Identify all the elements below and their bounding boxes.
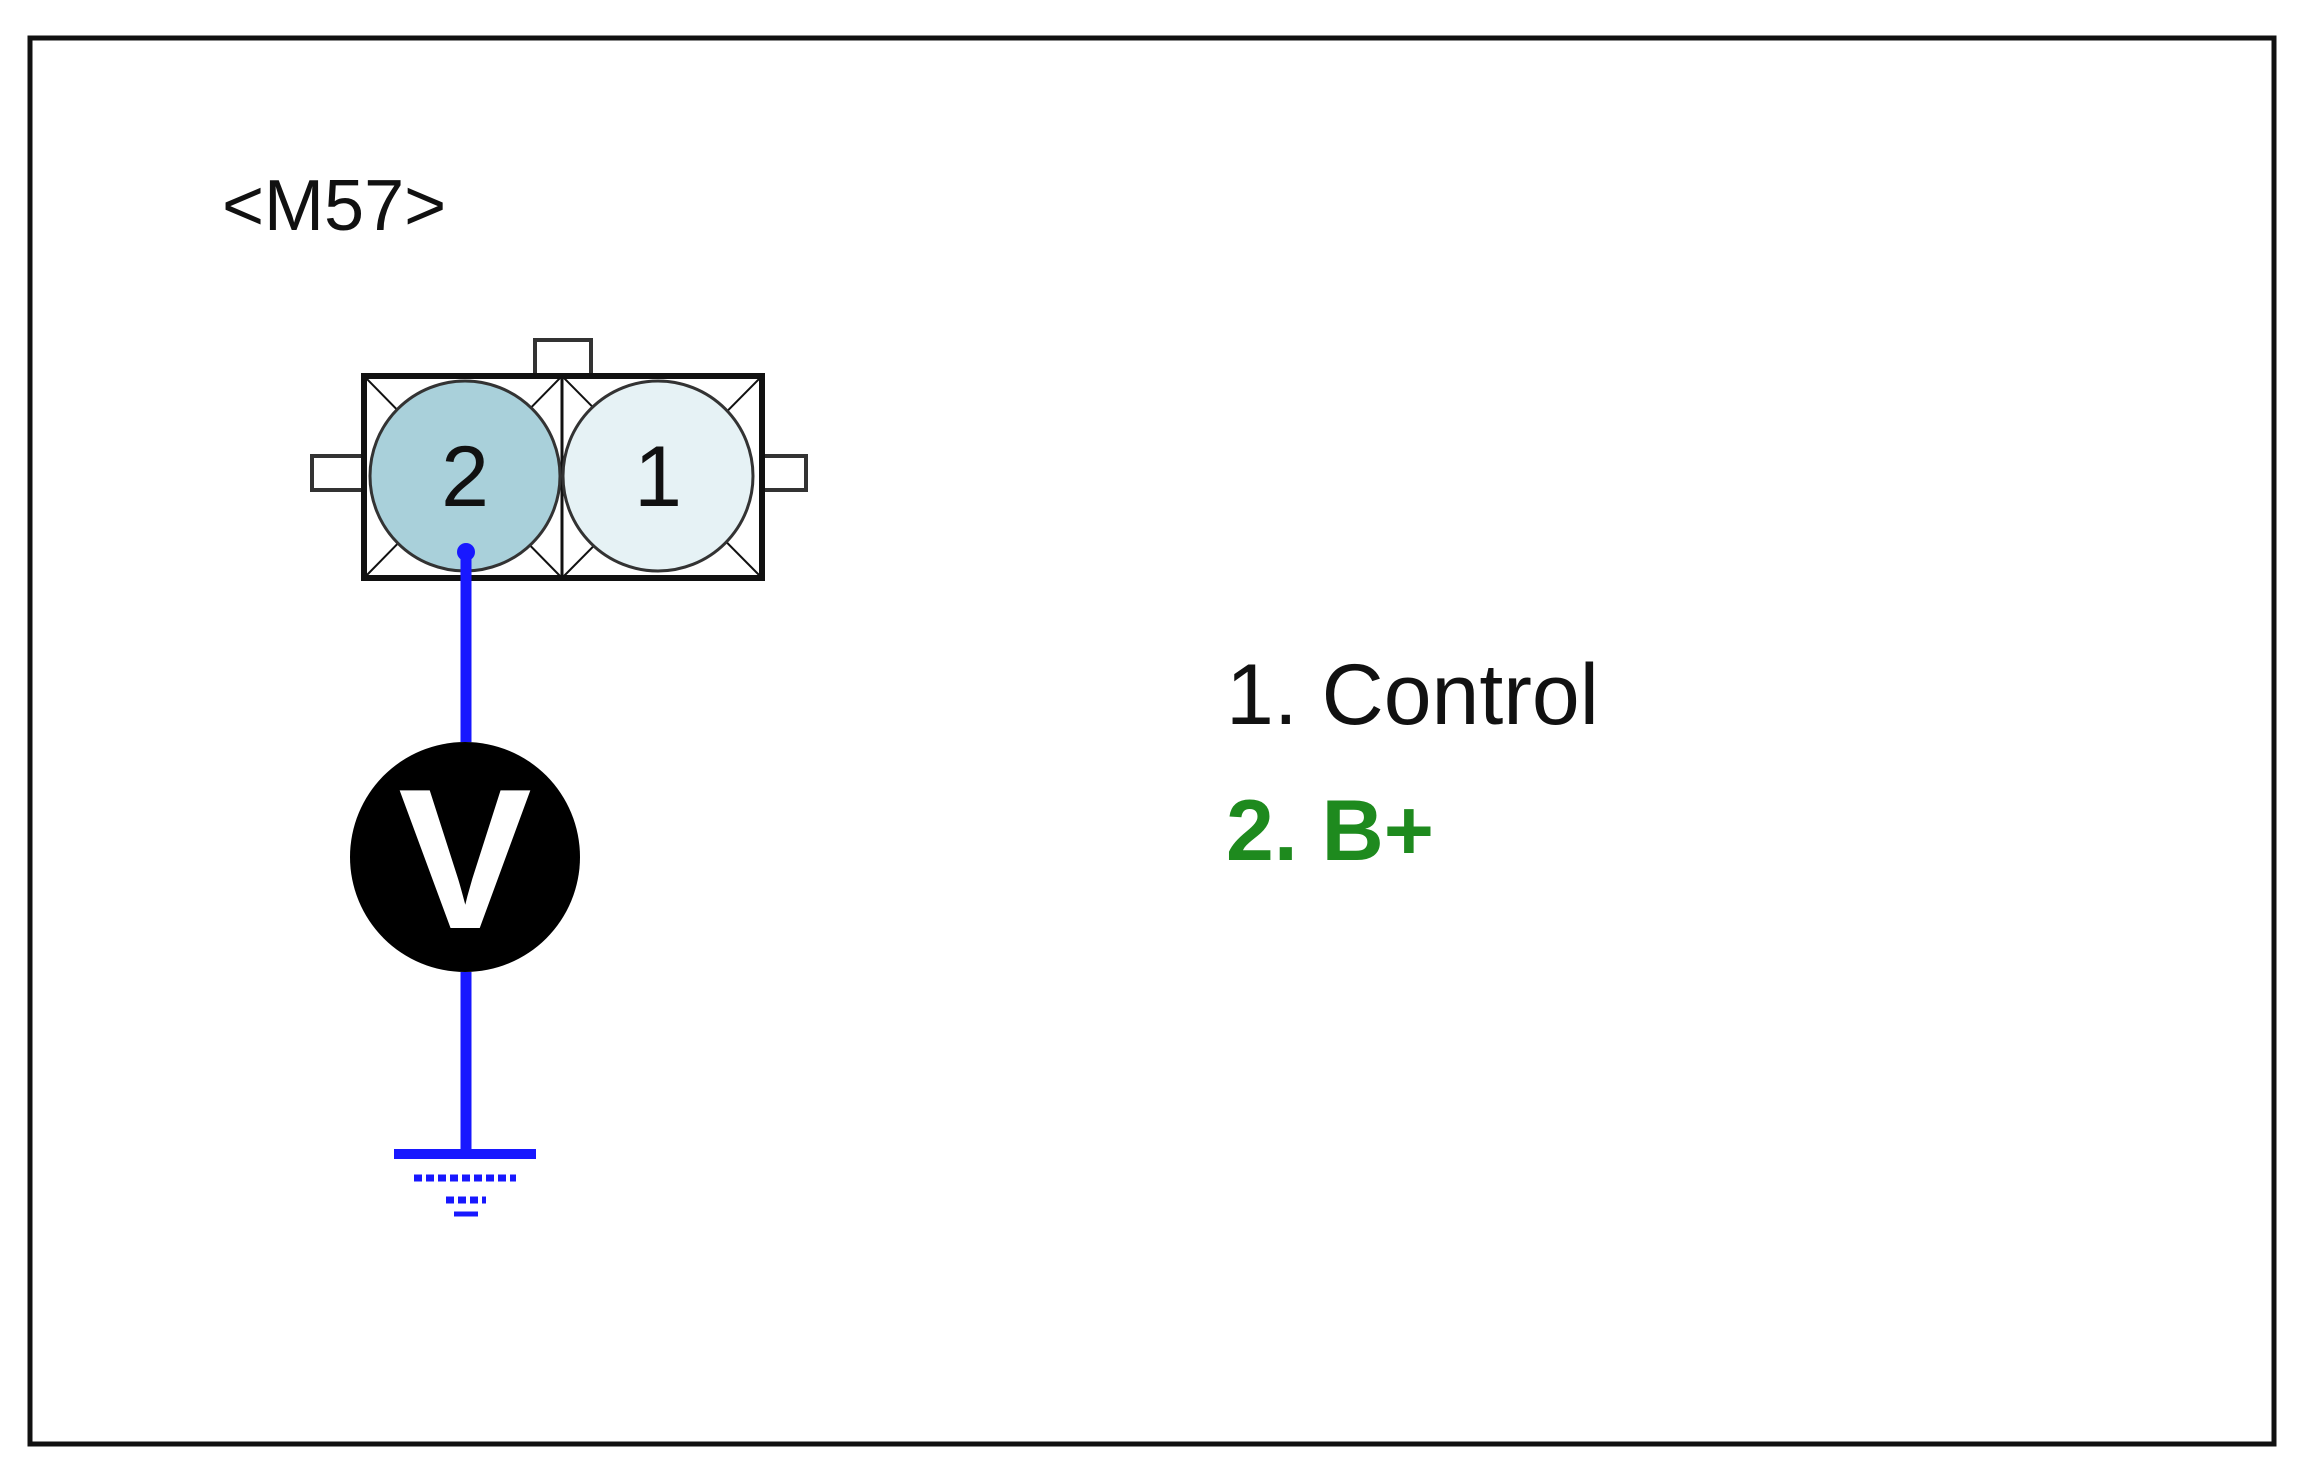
voltmeter-body	[350, 742, 580, 972]
legend-item-1: 1. Control	[1226, 647, 1599, 743]
legend-item-2: 2. B+	[1226, 783, 1434, 879]
connector-left-tab	[310, 454, 368, 492]
pin-2-number: 2	[441, 429, 489, 525]
connector-right-tab	[758, 454, 808, 492]
pin-legend: 1. Control 2. B+	[1226, 647, 1599, 879]
wire-pin2-endpoint	[457, 543, 475, 561]
voltmeter-symbol: V	[398, 748, 531, 971]
connector-id-label: <M57>	[222, 166, 446, 246]
diagram-frame	[27, 35, 2277, 1447]
pin-1-number: 1	[634, 429, 682, 525]
voltmeter: V	[350, 742, 580, 972]
ground-icon	[394, 1149, 536, 1217]
connector-m57: 2 1	[310, 338, 808, 581]
connector-top-latch	[533, 338, 593, 378]
pin-1-circle	[561, 379, 755, 573]
